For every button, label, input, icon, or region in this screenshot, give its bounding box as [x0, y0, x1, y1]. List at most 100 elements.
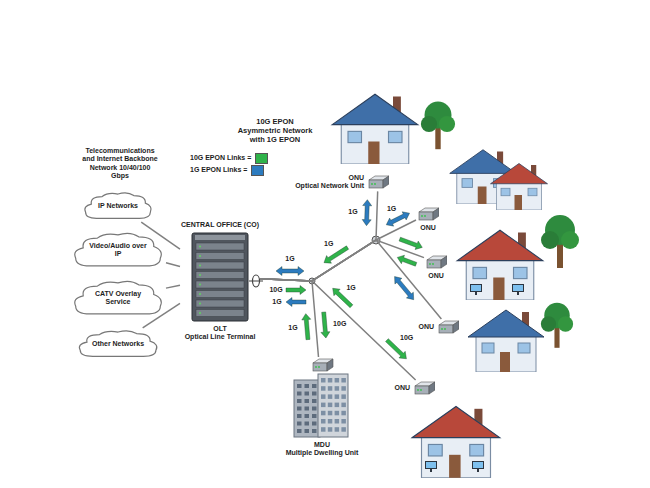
legend: 10G EPON Links =1G EPON Links = [190, 152, 268, 176]
drawing-part [328, 411, 333, 416]
text-group: ONU [428, 272, 444, 280]
computer-monitor [425, 461, 437, 472]
drawing-part [341, 386, 346, 391]
drawing-part [328, 427, 333, 432]
text-group: Video/Audio over IP [87, 242, 149, 259]
onu-icon [437, 320, 459, 334]
drawing-part [335, 411, 340, 416]
drawing-part [328, 403, 333, 408]
drawing-part [419, 208, 439, 220]
backbone-link [166, 263, 180, 267]
drawing-part [297, 399, 302, 403]
link-direction-arrow [386, 212, 409, 226]
drawing-part [328, 378, 333, 383]
drawing-part [341, 411, 346, 416]
drawing-part [305, 429, 310, 433]
cloud-outline [85, 193, 151, 219]
link-speed-label: 1G [347, 208, 358, 216]
olt-rack: CENTRAL OFFICE (CO)OLTOptical Line Termi… [181, 221, 259, 342]
drawing-part [335, 386, 340, 391]
text-group: MDUMultiple Dwelling Unit [286, 441, 359, 458]
drawing-part [312, 422, 317, 426]
drawing-part [415, 386, 429, 394]
drawing-part [312, 414, 317, 418]
drawing-part [199, 246, 201, 248]
drawing-part [297, 392, 302, 396]
onu-drawing [425, 255, 447, 269]
drawing-part [341, 403, 346, 408]
drawing-part [383, 176, 389, 188]
drawing-part [305, 384, 310, 388]
drawing-part [432, 263, 434, 265]
drawing-part [328, 386, 333, 391]
onu-device: ONUOptical Network Unit [295, 174, 389, 191]
tree [541, 215, 579, 268]
drawing-part [199, 265, 201, 267]
link-speed-label: 1G [345, 284, 356, 292]
drawing-part [417, 389, 419, 391]
drawing-part [312, 384, 317, 388]
onu-icon [413, 381, 435, 395]
drawing-part [441, 328, 443, 330]
house [491, 164, 548, 211]
drawing-part [318, 366, 320, 368]
network-cloud: IP Networks [82, 191, 154, 221]
link-direction-arrow [399, 237, 422, 249]
drawing-part [318, 374, 348, 437]
fiber-stub [249, 280, 263, 282]
legend-swatch [251, 165, 264, 176]
drawing-part [439, 325, 453, 333]
drawing-part [453, 321, 459, 333]
onu-device: ONU [394, 381, 435, 395]
link-direction-arrow [302, 314, 311, 340]
network-cloud: Other Networks [76, 329, 160, 359]
drawing-part [199, 312, 201, 314]
drawing-part [305, 407, 310, 411]
text-group: OLTOptical Line Terminal [185, 325, 256, 342]
legend-swatch [255, 153, 268, 164]
link-direction-arrow [276, 267, 304, 276]
drawing-part [369, 180, 383, 188]
computer-monitor [472, 461, 484, 472]
link-speed-label: 10G [268, 286, 283, 294]
drawing-part [192, 233, 248, 321]
drawing-part [321, 419, 326, 424]
node-label: ONU [428, 272, 444, 280]
house [332, 94, 418, 164]
drawing-part [335, 394, 340, 399]
drawing-part [419, 212, 433, 220]
link-direction-arrow [286, 286, 306, 295]
link-direction-arrow [324, 246, 349, 263]
fiber-link [260, 279, 318, 357]
drawing-part [421, 215, 423, 217]
node-label: ONU [348, 174, 364, 182]
drawing-part [341, 378, 346, 383]
node-label: CATV Overlay Service [87, 290, 149, 307]
drawing-part [199, 303, 201, 305]
fiber-link [260, 191, 378, 281]
drawing-part [321, 411, 326, 416]
fiber-link [260, 279, 416, 380]
drawing-part [371, 183, 373, 185]
drawing-part [196, 253, 244, 260]
drawing-part [429, 382, 435, 394]
drawing-part [294, 380, 320, 437]
text-group: IP Networks [98, 202, 138, 210]
link-speed-label: 10G [332, 320, 347, 328]
drawing-part [297, 429, 302, 433]
house [412, 407, 499, 478]
text-group: ONU [420, 224, 436, 232]
drawing-part [199, 293, 201, 295]
drawing-part [305, 392, 310, 396]
drawing-part [321, 427, 326, 432]
drawing-part [196, 291, 244, 298]
drawing-part [374, 183, 376, 185]
drawing-part [321, 394, 326, 399]
onu-drawing [367, 175, 389, 189]
drawing-part [313, 363, 327, 371]
drawing-part [427, 256, 447, 268]
link-speed-label: 10G [399, 334, 414, 342]
backbone-link [166, 285, 180, 288]
link-speed-label: 1G [323, 240, 334, 248]
drawing-part [297, 384, 302, 388]
